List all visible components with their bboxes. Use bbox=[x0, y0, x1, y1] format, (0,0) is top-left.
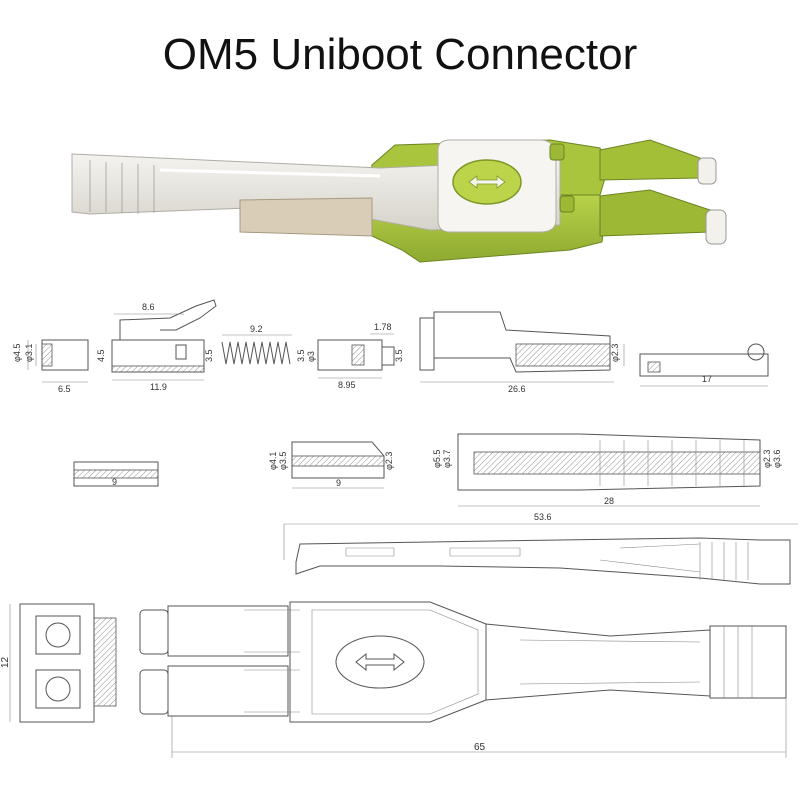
dim-clip-dia: φ2.3 bbox=[610, 344, 620, 362]
part-boot: φ5.5 φ3.7 φ2.3 φ3.6 28 bbox=[432, 433, 782, 507]
dim-boot-len: 28 bbox=[604, 496, 614, 506]
dim-body-h: 3.5 bbox=[296, 349, 306, 362]
dim-boot-d2: φ3.7 bbox=[442, 450, 452, 468]
double-arrow-icon bbox=[355, 652, 405, 672]
dim-ferrule-dia-outer: φ4.5 bbox=[12, 344, 22, 362]
dim-body-len: 8.95 bbox=[338, 380, 356, 390]
dim-body-dia: φ3 bbox=[306, 351, 316, 362]
dim-cap-len: 17 bbox=[702, 374, 712, 384]
dim-ferrule-dia-inner: φ3.1 bbox=[24, 344, 34, 362]
side-view: 53.6 bbox=[283, 512, 798, 585]
part-housing: 8.6 4.5 3.5 11.9 bbox=[96, 299, 217, 392]
double-arrow-icon bbox=[468, 175, 506, 189]
dim-boot-d4: φ3.6 bbox=[772, 450, 782, 468]
part-spring: 9.2 bbox=[221, 324, 292, 365]
part-cap: 17 bbox=[639, 343, 769, 387]
page-title: OM5 Uniboot Connector bbox=[162, 30, 638, 79]
dim-ferrule-len: 6.5 bbox=[58, 384, 71, 394]
dim-latch-len: 8.6 bbox=[142, 302, 155, 312]
dim-assy-len: 65 bbox=[474, 742, 486, 753]
lc-latch-bottom bbox=[599, 189, 711, 237]
dim-housing-dia: 3.5 bbox=[204, 349, 214, 362]
part-ferrule-holder: φ4.5 φ3.1 6.5 bbox=[12, 339, 89, 394]
dim-boot-d3: φ2.3 bbox=[762, 450, 772, 468]
dim-crimp-len: 9 bbox=[336, 478, 341, 488]
part-clip: 26.6 φ2.3 bbox=[419, 311, 625, 394]
tan-tube bbox=[239, 197, 373, 237]
part-body: 1.78 3.5 φ3 3.5 8.95 bbox=[296, 322, 404, 390]
assembly-view: 12 65 bbox=[0, 601, 787, 758]
dim-spring-len: 9.2 bbox=[250, 324, 263, 334]
dim-side-len: 53.6 bbox=[534, 512, 552, 522]
dim-body-flange: 1.78 bbox=[374, 322, 392, 332]
dim-boot-d1: φ5.5 bbox=[432, 450, 442, 468]
ferrule-bottom bbox=[705, 209, 727, 245]
dim-clip-len: 26.6 bbox=[508, 384, 526, 394]
connector-photo bbox=[71, 139, 727, 263]
dim-housing-len: 11.9 bbox=[150, 382, 167, 392]
part-crimp-sleeve: φ4.1 φ3.5 φ2.3 9 bbox=[268, 441, 394, 489]
ferrule-top bbox=[697, 157, 717, 185]
part-tube: 9 bbox=[73, 461, 159, 487]
dim-assy-h: 12 bbox=[0, 656, 11, 668]
lc-latch-top bbox=[599, 139, 701, 181]
dim-crimp-d3: φ2.3 bbox=[384, 452, 394, 470]
dim-crimp-d1: φ4.1 bbox=[268, 452, 278, 470]
dim-crimp-d2: φ3.5 bbox=[278, 452, 288, 470]
dim-tube-len: 9 bbox=[112, 477, 117, 487]
dim-body-dia2: 3.5 bbox=[394, 349, 404, 362]
dim-housing-h: 4.5 bbox=[96, 349, 106, 362]
